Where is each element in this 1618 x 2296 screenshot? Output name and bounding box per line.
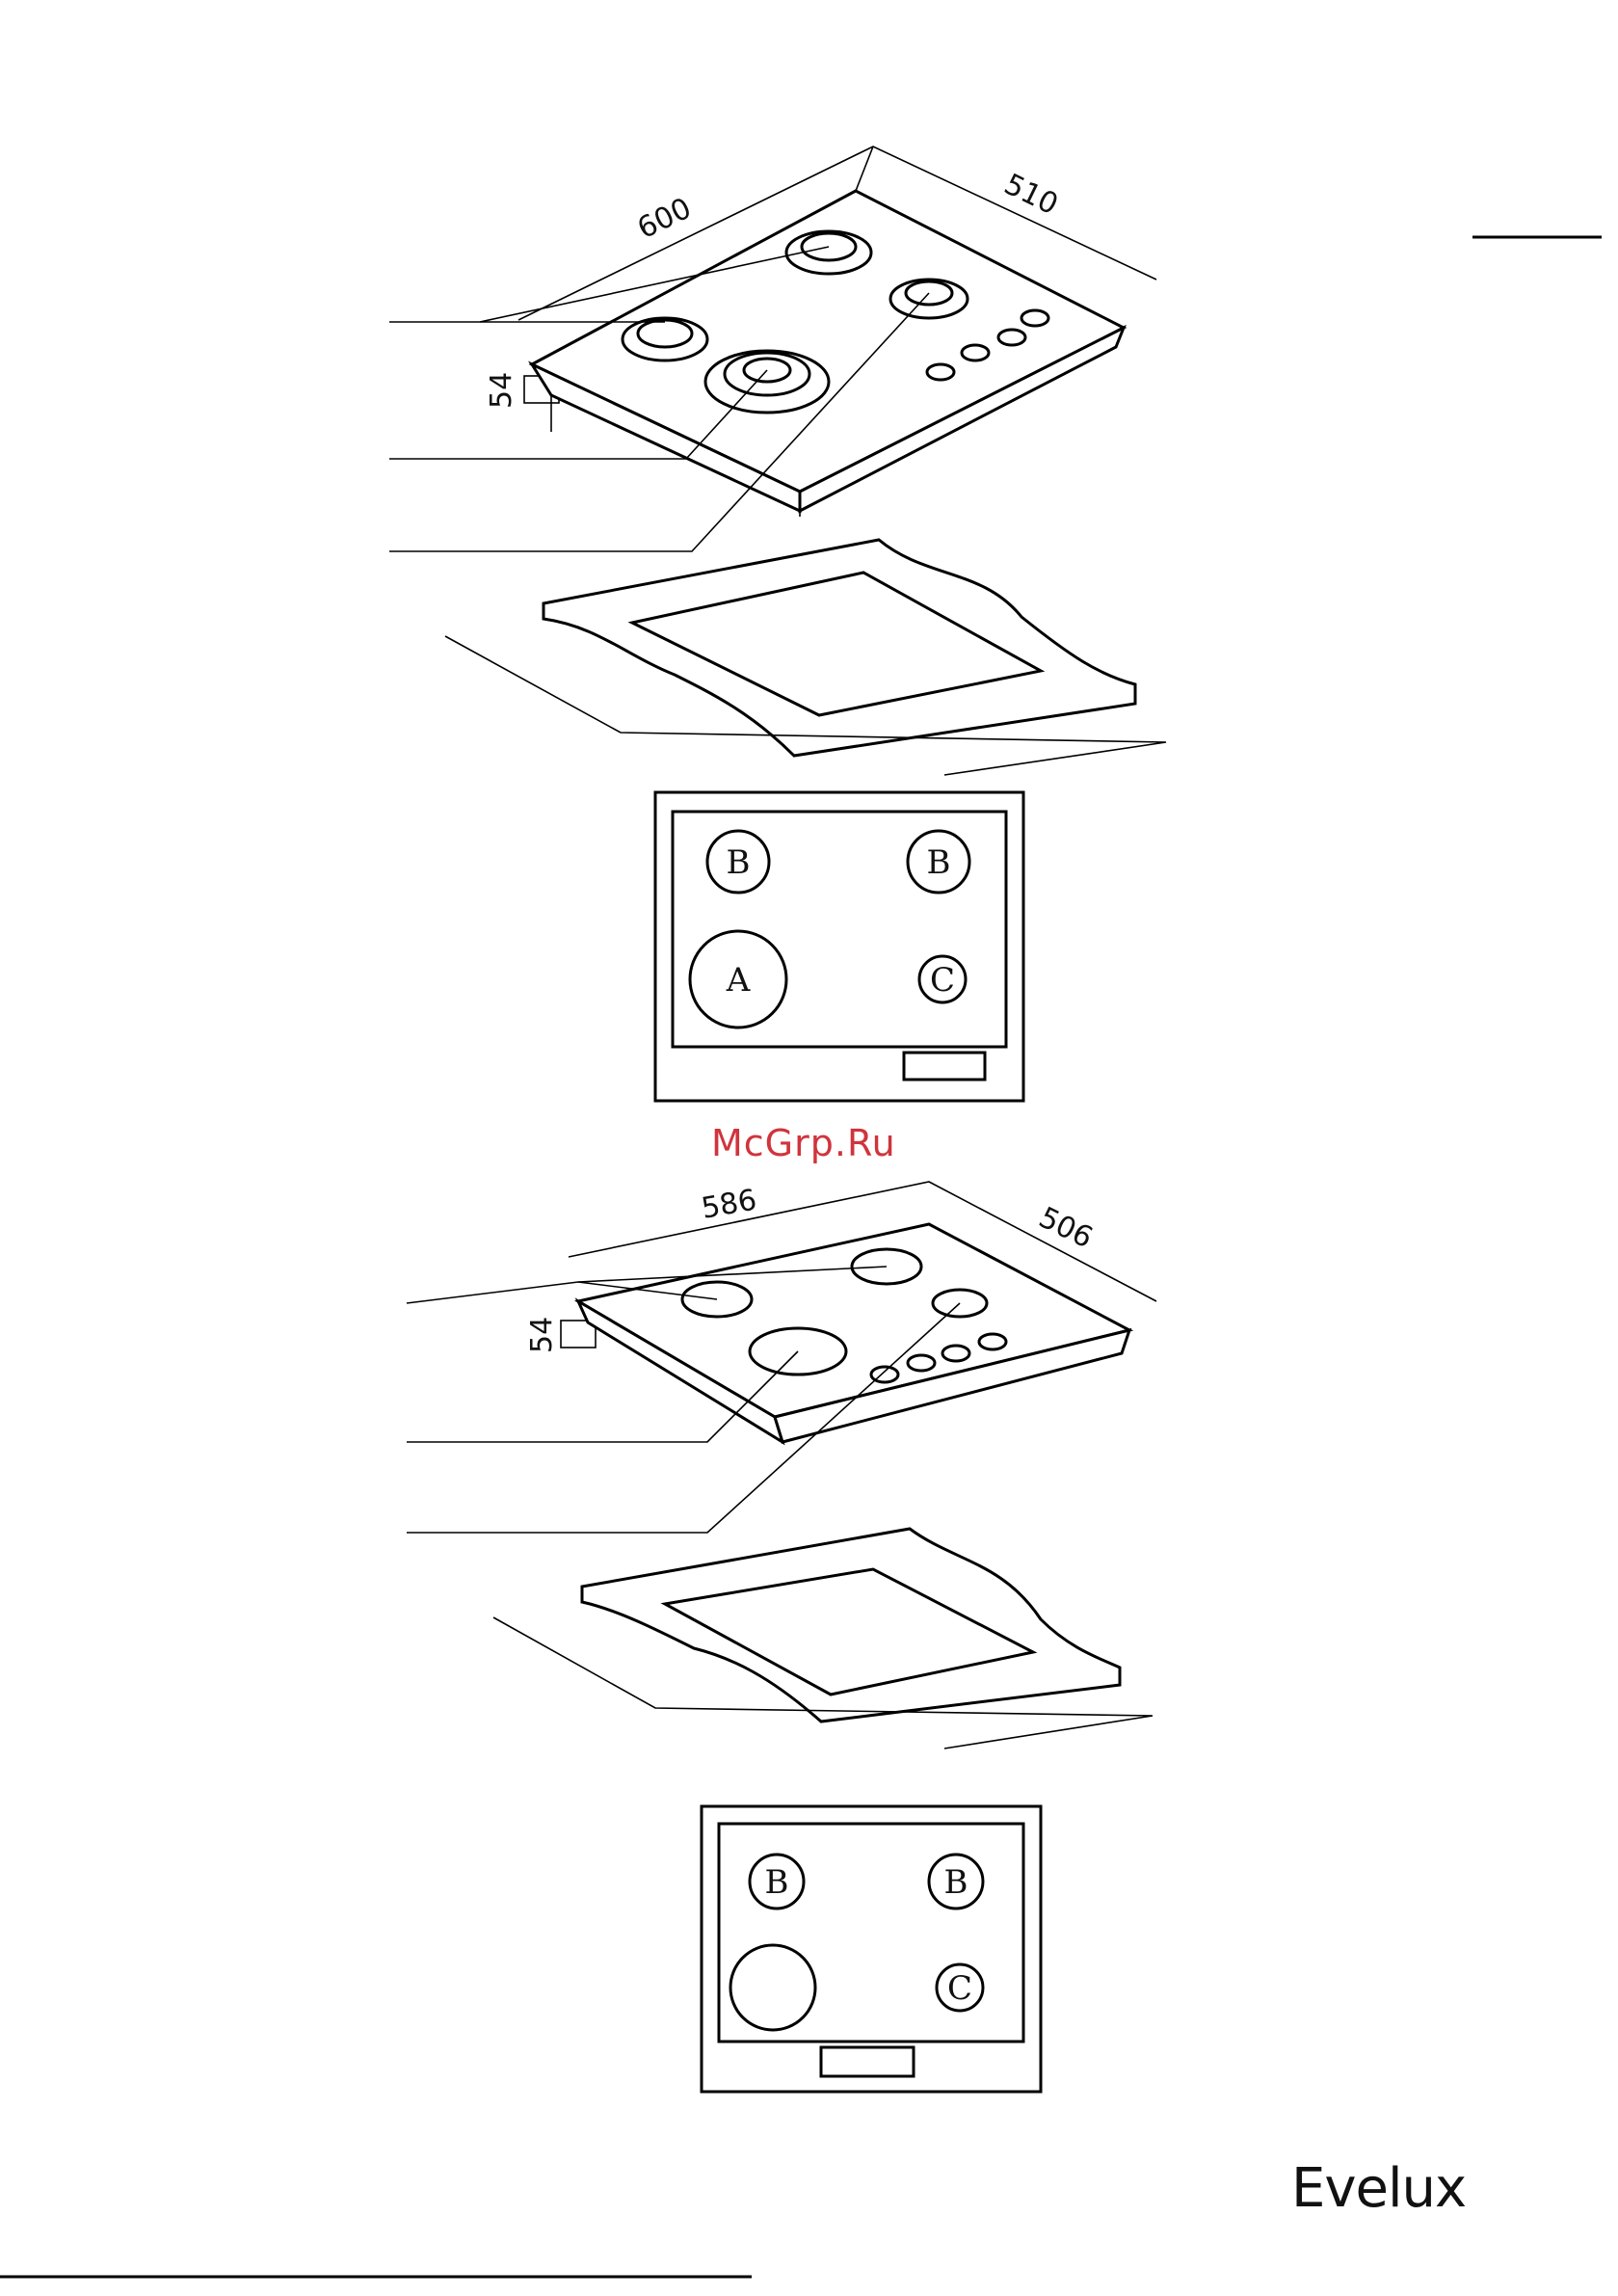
dimension-depth-label-2: 506 — [1033, 1201, 1098, 1256]
zone-a-1-label: A — [726, 961, 751, 1000]
hob-1-drawing: 600 510 54 — [389, 147, 1166, 1101]
zone-b-right-2-label: B — [944, 1863, 968, 1902]
zone-b-left-1-label: B — [727, 843, 751, 882]
zone-b-left-2-label: B — [765, 1863, 789, 1902]
zone-b-right-1-label: B — [927, 843, 951, 882]
control-panel-2 — [821, 2047, 914, 2076]
hob-2-drawing: 586 506 54 B B C — [407, 1182, 1156, 2092]
watermark-text: McGrp.Ru — [711, 1122, 896, 1164]
zone-c-1-label: C — [930, 961, 955, 1000]
dimension-height-label: 54 — [485, 372, 518, 409]
brand-logo: Evelux — [1291, 2157, 1466, 2220]
zone-c-2-label: C — [947, 1969, 972, 2008]
control-panel-1 — [904, 1053, 985, 1080]
dimension-depth-label: 510 — [998, 168, 1063, 223]
hob-2-top-surface — [578, 1224, 1129, 1417]
dimension-height-label-2: 54 — [525, 1317, 559, 1353]
zone-a-2 — [730, 1945, 815, 2030]
